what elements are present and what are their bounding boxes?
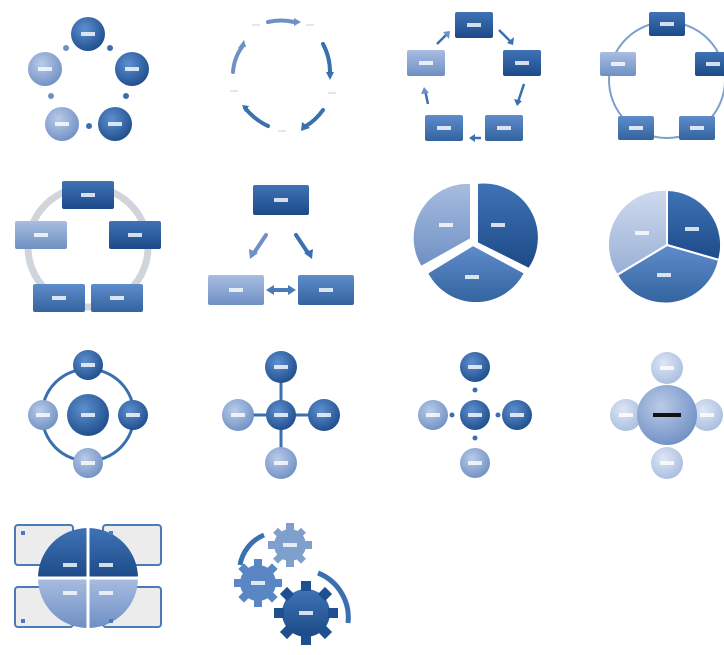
- layout-continuous-cycle[interactable]: Continuous Cycle: [585, 2, 724, 162]
- basic-pie-thumbnail: [28, 350, 148, 478]
- layout-text-cycle[interactable]: Text Cycle: [198, 2, 363, 162]
- layout-block-cycle[interactable]: Block Cycle: [5, 165, 170, 325]
- continuous-cycle-thumbnail: [600, 12, 724, 140]
- layout-cycle-matrix[interactable]: Cycle Matrix: [5, 495, 170, 655]
- layout-basic-cycle[interactable]: Basic Cycle: [5, 2, 170, 162]
- segmented-cycle-thumbnail: [208, 185, 354, 305]
- layout-basic-radial[interactable]: Basic Radial: [198, 335, 363, 495]
- layout-nondirectional-cycle[interactable]: Nondirectional Cycle: [393, 165, 558, 325]
- nondirectional-cycle-thumbnail: [411, 181, 540, 305]
- gear-icon: [234, 523, 351, 645]
- basic-cycle-thumbnail: [28, 17, 149, 141]
- layout-multidirectional-cycle[interactable]: Multidirectional Cycle: [585, 165, 724, 325]
- multidirectional-cycle-thumbnail: [607, 188, 723, 305]
- layout-gear[interactable]: Gear: [198, 495, 363, 655]
- diverging-radial-thumbnail: [610, 352, 723, 479]
- gear-thumbnail: [234, 523, 351, 645]
- layout-cycle[interactable]: Cycle: [393, 2, 558, 162]
- layout-radial-cycle[interactable]: Radial Cycle: [393, 335, 558, 495]
- text-cycle-thumbnail: [230, 18, 336, 132]
- gallery-category: Cycle: [0, 0, 1, 1]
- layout-segmented-cycle[interactable]: Segmented Cycle: [198, 165, 363, 325]
- radial-cycle-thumbnail: [418, 352, 532, 478]
- block-cycle-thumbnail: [15, 181, 161, 312]
- cycle-thumbnail: [407, 12, 541, 142]
- layout-basic-pie[interactable]: Basic Pie: [5, 335, 170, 495]
- basic-radial-thumbnail: [222, 351, 340, 479]
- layout-diverging-radial[interactable]: Diverging Radial: [585, 335, 724, 495]
- cycle-matrix-thumbnail: [14, 524, 162, 628]
